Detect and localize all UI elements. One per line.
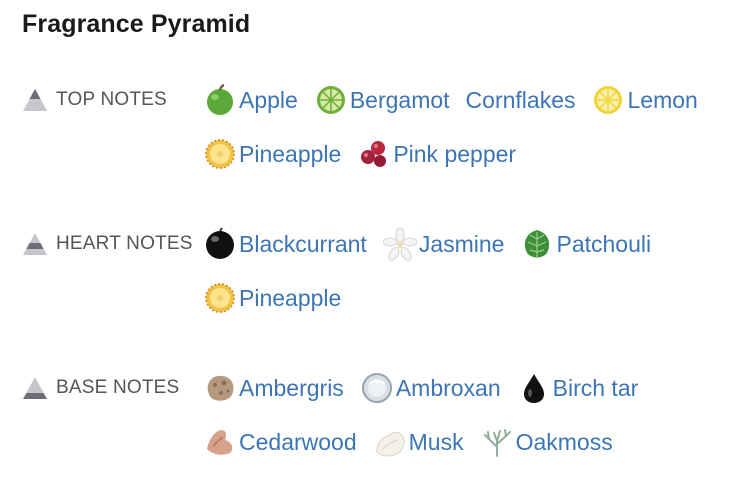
- page-title: Fragrance Pyramid: [22, 10, 251, 38]
- patchouli-icon: [525, 230, 550, 258]
- note-label: Oakmoss: [515, 428, 613, 455]
- note-apple[interactable]: Apple: [203, 84, 298, 116]
- cedarwood-icon: [207, 430, 233, 455]
- note-label: Ambroxan: [395, 374, 501, 401]
- birch-tar-icon: [523, 374, 544, 403]
- bergamot-icon: [316, 86, 345, 114]
- note-jasmine[interactable]: Jasmine: [382, 227, 505, 261]
- note-birch-tar[interactable]: Birch tar: [517, 372, 639, 404]
- base-notes-label-row: BASE NOTES: [22, 372, 179, 404]
- note-label: Blackcurrant: [239, 230, 367, 257]
- note-label: Musk: [408, 428, 464, 455]
- pyramid-top-icon: [23, 89, 47, 111]
- note-label: Pink pepper: [393, 140, 517, 167]
- note-label: Cedarwood: [239, 428, 357, 455]
- jasmine-icon: [382, 227, 417, 261]
- top-notes-list: Apple Bergamot Cornflakes: [203, 84, 733, 170]
- pyramid-base-icon: [23, 377, 47, 399]
- oakmoss-icon: [483, 429, 511, 457]
- note-label: Ambergris: [239, 374, 344, 401]
- heart-notes-list: Blackcurrant Jasmine Patchouli: [203, 227, 733, 314]
- top-notes-label-row: TOP NOTES: [22, 84, 167, 116]
- note-label: Pineapple: [239, 284, 342, 311]
- note-oakmoss[interactable]: Oakmoss: [480, 426, 613, 458]
- note-patchouli[interactable]: Patchouli: [520, 228, 651, 260]
- note-pineapple-heart[interactable]: Pineapple: [203, 282, 341, 314]
- top-notes-label: TOP NOTES: [56, 89, 167, 110]
- lemon-icon: [594, 86, 623, 114]
- note-label: Patchouli: [556, 230, 652, 257]
- note-lemon[interactable]: Lemon: [591, 84, 698, 116]
- apple-icon: [207, 84, 233, 115]
- heart-notes-label-row: HEART NOTES: [22, 228, 193, 260]
- pineapple-icon: [205, 283, 235, 313]
- heart-notes-label: HEART NOTES: [56, 233, 193, 254]
- note-ambroxan[interactable]: Ambroxan: [360, 372, 501, 404]
- pink-pepper-icon: [361, 141, 387, 167]
- blackcurrant-icon: [206, 227, 234, 259]
- note-cornflakes[interactable]: Cornflakes: [466, 84, 576, 116]
- musk-icon: [376, 431, 405, 457]
- note-ambergris[interactable]: Ambergris: [203, 372, 344, 404]
- note-label: Apple: [239, 86, 298, 113]
- note-label: Lemon: [627, 86, 698, 113]
- note-blackcurrant[interactable]: Blackcurrant: [203, 227, 367, 260]
- note-label: Birch tar: [552, 374, 639, 401]
- note-label: Cornflakes: [465, 86, 576, 113]
- note-label: Jasmine: [418, 230, 505, 257]
- note-musk[interactable]: Musk: [373, 426, 464, 458]
- note-pineapple[interactable]: Pineapple: [203, 138, 341, 170]
- note-bergamot[interactable]: Bergamot: [314, 84, 450, 116]
- ambroxan-icon: [361, 373, 392, 403]
- note-pink-pepper[interactable]: Pink pepper: [357, 138, 516, 170]
- note-label: Pineapple: [239, 140, 342, 167]
- pineapple-icon: [205, 139, 235, 169]
- base-notes-label: BASE NOTES: [56, 377, 180, 398]
- note-cedarwood[interactable]: Cedarwood: [203, 426, 357, 458]
- note-label: Bergamot: [349, 86, 450, 113]
- pyramid-heart-icon: [23, 233, 47, 255]
- base-notes-list: Ambergris Ambroxan Birch tar Cedarwood: [203, 372, 733, 458]
- ambergris-icon: [207, 375, 234, 401]
